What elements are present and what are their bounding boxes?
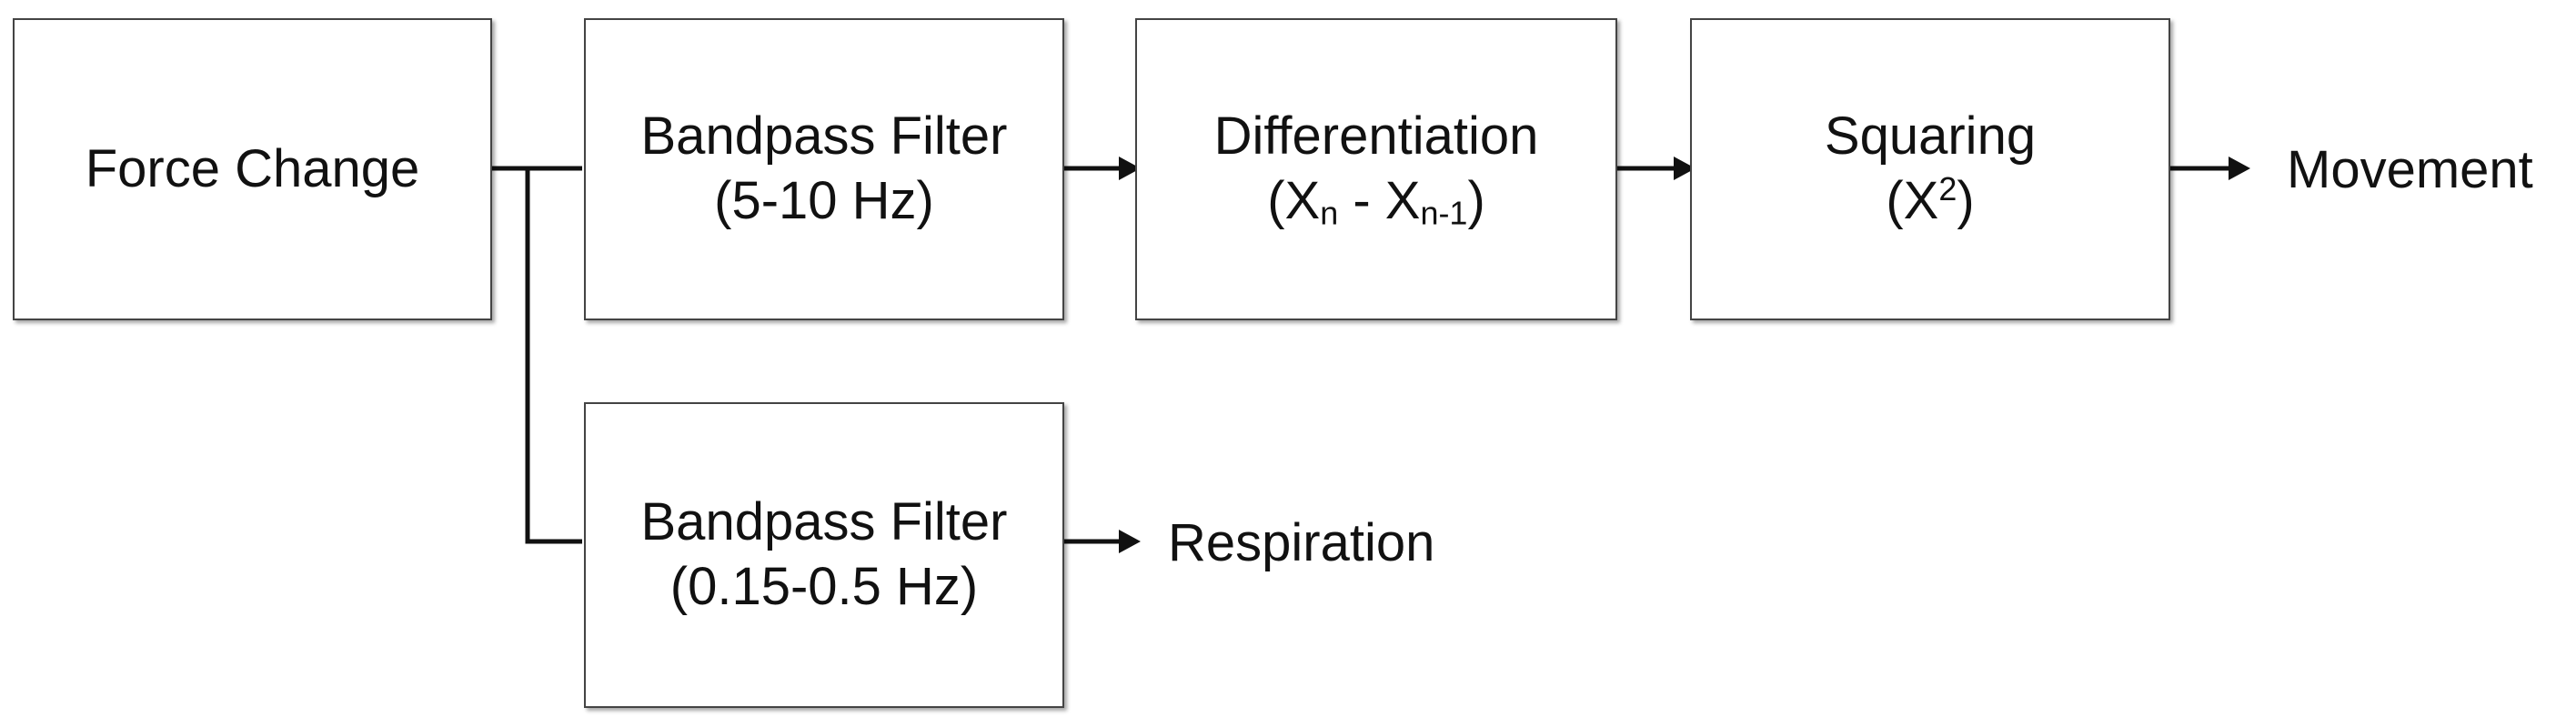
arrowhead-respiration: [1119, 530, 1141, 553]
arrowhead-squaring: [1674, 157, 1696, 180]
bandpass-movement-title: Bandpass Filter: [640, 106, 1008, 167]
squaring-box: Squaring (X2): [1690, 18, 2170, 320]
force-change-label: Force Change: [85, 138, 420, 198]
bandpass-respiration-box: Bandpass Filter (0.15-0.5 Hz): [584, 402, 1064, 708]
differentiation-title: Differentiation: [1213, 106, 1539, 167]
respiration-output-label: Respiration: [1168, 513, 1435, 572]
bandpass-respiration-range: (0.15-0.5 Hz): [669, 557, 979, 616]
movement-output-label: Movement: [2287, 140, 2533, 199]
bandpass-movement-range: (5-10 Hz): [714, 171, 934, 230]
differentiation-formula: (Xn - Xn-1): [1267, 171, 1485, 232]
arrowhead-movement: [2229, 157, 2250, 180]
bandpass-respiration-title: Bandpass Filter: [640, 492, 1008, 552]
bandpass-movement-box: Bandpass Filter (5-10 Hz): [584, 18, 1064, 320]
arrow-force-to-bandpass-respiration: [525, 168, 582, 544]
squaring-title: Squaring: [1824, 106, 2037, 167]
force-change-box: Force Change: [13, 18, 492, 320]
arrowhead-differentiation: [1119, 157, 1141, 180]
differentiation-box: Differentiation (Xn - Xn-1): [1135, 18, 1617, 320]
squaring-formula: (X2): [1886, 170, 1975, 230]
